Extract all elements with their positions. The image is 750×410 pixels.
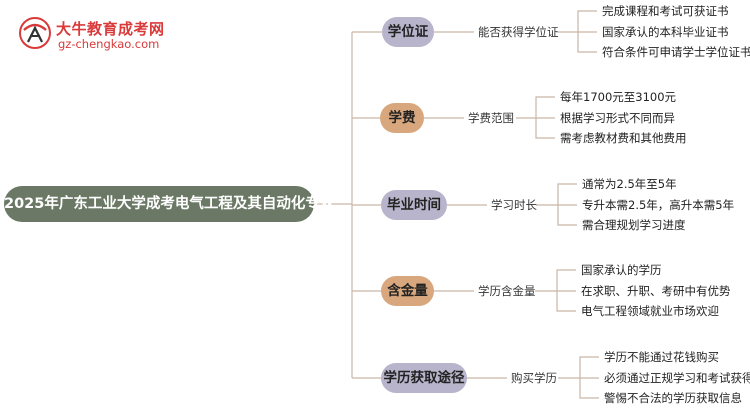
leaf-node: 必须通过正规学习和考试获得 <box>604 371 750 385</box>
leaf-node: 需考虑教材费和其他费用 <box>560 131 687 145</box>
leaf-node: 需合理规划学习进度 <box>582 218 686 232</box>
connector-leaf-0 <box>556 10 597 53</box>
logo-url: gz-chengkao.com <box>58 37 160 51</box>
connector-leaf-2 <box>536 183 577 226</box>
sub-node-acquisition: 购买学历 <box>511 371 557 385</box>
category-node-value: 含金量 <box>381 276 434 306</box>
site-logo[interactable]: 大牛教育成考网 gz-chengkao.com <box>18 16 198 56</box>
leaf-node: 符合条件可申请学士学位证书 <box>602 45 750 59</box>
leaf-node: 根据学习形式不同而异 <box>560 111 675 125</box>
leaf-node: 国家承认的学历 <box>581 263 662 277</box>
category-node-degree: 学位证 <box>382 17 434 47</box>
category-node-tuition: 学费 <box>380 103 424 133</box>
leaf-node: 完成课程和考试可获证书 <box>602 4 729 18</box>
leaf-node: 在求职、升职、考研中有优势 <box>581 284 731 298</box>
sub-node-graduation: 学习时长 <box>491 198 537 212</box>
sub-node-tuition: 学费范围 <box>468 111 514 125</box>
sub-node-degree: 能否获得学位证 <box>478 25 559 39</box>
sub-node-value: 学历含金量 <box>478 284 536 298</box>
logo-title: 大牛教育成考网 <box>56 20 165 38</box>
root-node: 2025年广东工业大学成考电气工程及其自动化专业 <box>4 186 334 222</box>
category-node-graduation: 毕业时间 <box>381 190 447 220</box>
connector-leaf-1 <box>516 96 555 139</box>
connector-leaf-3 <box>535 269 576 312</box>
leaf-node: 警惕不合法的学历获取信息 <box>604 391 742 405</box>
leaf-node: 每年1700元至3100元 <box>560 90 677 104</box>
logo-mark-icon <box>19 17 51 49</box>
connector-leaf-4 <box>558 356 599 399</box>
leaf-node: 国家承认的本科毕业证书 <box>602 25 729 39</box>
leaf-node: 通常为2.5年至5年 <box>582 177 677 191</box>
category-node-acquisition: 学历获取途径 <box>381 363 467 393</box>
leaf-node: 电气工程领域就业市场欢迎 <box>581 304 719 318</box>
leaf-node: 学历不能通过花钱购买 <box>604 350 719 364</box>
leaf-node: 专升本需2.5年，高升本需5年 <box>582 198 735 212</box>
